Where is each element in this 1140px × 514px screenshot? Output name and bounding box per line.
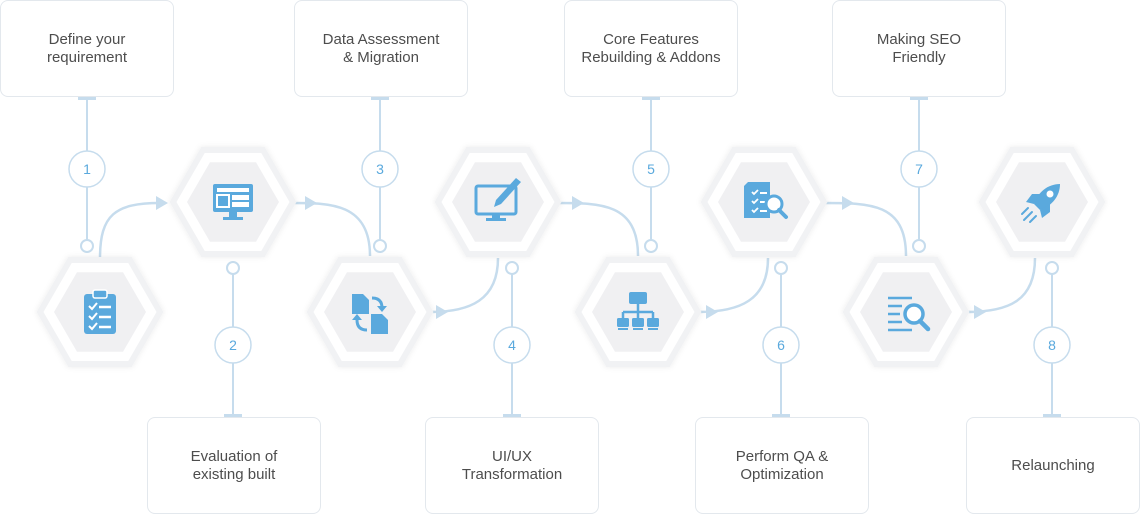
sitemap-icon — [617, 292, 659, 330]
connector-dot — [1045, 261, 1059, 275]
step-card-5: Core Features Rebuilding & Addons — [564, 0, 738, 97]
flow-line — [557, 201, 640, 257]
text-search-icon — [888, 296, 931, 332]
step-card-8: Relaunching — [966, 417, 1140, 514]
step-label-7: Making SEO Friendly — [876, 30, 962, 66]
clipboard-checklist-icon — [84, 289, 116, 334]
connector-dot — [774, 261, 788, 275]
connector-dot — [80, 239, 94, 253]
flow-line — [429, 257, 500, 314]
flow-line — [823, 201, 908, 257]
flow-arrow — [436, 305, 448, 319]
connector-cap — [772, 414, 790, 418]
connector-cap — [224, 414, 242, 418]
step-number-circle — [361, 150, 399, 188]
step-hexagon-5 — [574, 257, 702, 367]
step-card-3: Data Assessment & Migration — [294, 0, 468, 97]
flow-arrow — [305, 196, 317, 210]
step-card-6: Perform QA & Optimization — [695, 417, 869, 514]
flow-line — [697, 257, 770, 314]
step-hexagon-8 — [978, 147, 1106, 257]
step-hexagon-6 — [700, 147, 828, 257]
step-number: 5 — [647, 161, 655, 177]
flow-arrow — [974, 305, 986, 319]
step-label-1: Define your requirement — [46, 30, 128, 66]
step-number: 6 — [777, 337, 785, 353]
step-hexagon-1 — [36, 257, 164, 367]
connector-dot — [373, 239, 387, 253]
flow-arrow — [706, 305, 718, 319]
flow-arrow — [572, 196, 584, 210]
step-card-4: UI/UX Transformation — [425, 417, 599, 514]
step-card-2: Evaluation of existing built — [147, 417, 321, 514]
step-card-7: Making SEO Friendly — [832, 0, 1006, 97]
checklist-search-icon — [744, 182, 788, 219]
flow-line — [965, 257, 1037, 314]
step-label-8: Relaunching — [1011, 456, 1095, 474]
flow-arrow — [842, 196, 854, 210]
step-number-circle — [900, 150, 938, 188]
step-number: 2 — [229, 337, 237, 353]
connector-cap — [1043, 414, 1061, 418]
step-card-1: Define your requirement — [0, 0, 174, 97]
step-number-circle — [493, 326, 531, 364]
connector-cap — [371, 96, 389, 100]
step-number: 3 — [376, 161, 384, 177]
step-number-circle — [762, 326, 800, 364]
step-number-circle — [632, 150, 670, 188]
step-hexagon-7 — [842, 257, 970, 367]
step-number-circle — [1033, 326, 1071, 364]
step-hexagon-3 — [306, 257, 434, 367]
flow-line — [292, 201, 372, 257]
connector-cap — [910, 96, 928, 100]
flow-arrow — [156, 196, 168, 210]
connector-dot — [226, 261, 240, 275]
connector-dot — [912, 239, 926, 253]
step-label-2: Evaluation of existing built — [190, 447, 278, 483]
step-label-6: Perform QA & Optimization — [735, 447, 829, 483]
connector-cap — [642, 96, 660, 100]
step-number: 4 — [508, 337, 516, 353]
step-hexagon-4 — [434, 147, 562, 257]
step-label-5: Core Features Rebuilding & Addons — [581, 30, 721, 66]
connector-dot — [644, 239, 658, 253]
step-number: 8 — [1048, 337, 1056, 353]
step-label-4: UI/UX Transformation — [461, 447, 563, 483]
step-label-3: Data Assessment & Migration — [322, 30, 440, 66]
step-number: 1 — [83, 161, 91, 177]
flow-line — [98, 201, 161, 259]
step-number-circle — [68, 150, 106, 188]
file-transfer-icon — [352, 294, 388, 334]
connector-cap — [78, 96, 96, 100]
step-number-circle — [214, 326, 252, 364]
connector-cap — [503, 414, 521, 418]
monitor-pen-icon — [474, 178, 521, 221]
step-hexagon-2 — [169, 147, 297, 257]
monitor-layout-icon — [213, 184, 253, 220]
rocket-icon — [1021, 184, 1060, 223]
connector-dot — [505, 261, 519, 275]
step-number: 7 — [915, 161, 923, 177]
